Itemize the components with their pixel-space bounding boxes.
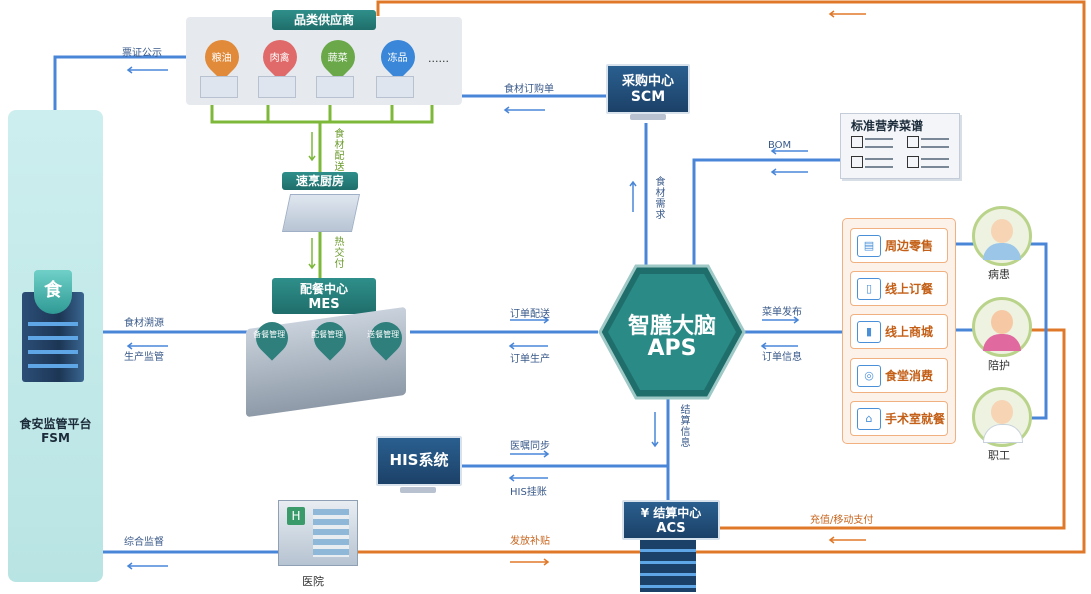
plate-icon: ◎ [857, 365, 881, 387]
server-stack-icon [640, 540, 696, 592]
fsm-title: 食安监管平台 [19, 417, 92, 431]
orange-loop-line [355, 0, 1086, 554]
label-trace: 食材溯源 [124, 318, 164, 329]
label-his-bill: HIS挂账 [510, 487, 547, 498]
mes-sub: MES [308, 297, 340, 312]
patient-label: 病患 [988, 268, 1010, 281]
acs-box: ¥ 结算中心 ACS [622, 500, 720, 540]
kitchen-building-icon [281, 194, 361, 232]
label-delivery: 食材配送 [332, 128, 343, 172]
menu-document: 标准营养菜谱 [840, 113, 960, 179]
kitchen-title: 速烹厨房 [282, 172, 358, 190]
aps-sub: APS [647, 336, 697, 361]
mes-box: 配餐中心 MES [272, 278, 376, 314]
label-order-production: 订单生产 [510, 354, 550, 365]
scm-title: 采购中心 [621, 74, 674, 89]
phone-icon: ▯ [857, 278, 881, 300]
mes-title: 配餐中心 [299, 282, 348, 296]
shield-icon: 食 [34, 270, 72, 314]
aps-hexagon [598, 264, 746, 400]
hospital-label: 医院 [302, 575, 324, 588]
warehouse-icon [316, 76, 354, 98]
shop-icon: ▤ [857, 235, 881, 257]
checklist-icon [851, 156, 863, 168]
label-bom: BOM [768, 140, 792, 151]
label-settle-info: 结算信息 [678, 404, 689, 448]
supply-comb [210, 104, 434, 174]
fsm-sub: FSM [41, 431, 70, 445]
channel-mall[interactable]: ▮线上商城 [850, 314, 948, 349]
label-overall-supervision: 综合监督 [124, 537, 164, 548]
warehouse-icon [376, 76, 414, 98]
supplier-title: 品类供应商 [272, 10, 376, 30]
label-order-info: 订单信息 [762, 352, 802, 363]
label-menu-publish: 菜单发布 [762, 307, 802, 318]
staff-label: 职工 [988, 449, 1010, 462]
label-demand: 食材需求 [653, 176, 664, 220]
monitor-stand-icon [400, 487, 436, 493]
checklist-icon [851, 136, 863, 148]
monitor-stand-icon [630, 114, 666, 120]
patient-avatar [972, 206, 1032, 266]
label-hot-delivery: 热交付 [332, 236, 343, 269]
bom-line [692, 158, 840, 268]
hospital-building-icon: H [278, 500, 358, 566]
channel-canteen[interactable]: ◎食堂消费 [850, 358, 948, 393]
checklist-icon [907, 136, 919, 148]
channel-online-order[interactable]: ▯线上订餐 [850, 271, 948, 306]
aps-title: 智膳大脑 [627, 314, 716, 339]
channel-retail[interactable]: ▤周边零售 [850, 228, 948, 263]
acs-title: 结算中心 [653, 506, 702, 520]
checklist-icon [907, 156, 919, 168]
phone-cart-icon: ▮ [857, 321, 881, 343]
scm-box: 采购中心 SCM [606, 64, 690, 114]
yen-icon: ¥ [640, 506, 650, 520]
label-subsidy: 发放补贴 [510, 536, 550, 547]
acs-sub: ACS [656, 521, 686, 536]
menu-title: 标准营养菜谱 [851, 119, 924, 133]
channel-surgery-meal[interactable]: ⌂手术室就餐 [850, 401, 948, 436]
caregiver-avatar [972, 297, 1032, 357]
staff-avatar [972, 387, 1032, 447]
ticket-line [53, 55, 188, 112]
meal-icon: ⌂ [857, 408, 881, 430]
warehouse-icon [200, 76, 238, 98]
label-advice-sync: 医嘱同步 [510, 441, 550, 452]
supplier-more: ...... [428, 52, 449, 65]
label-prod-supervision: 生产监管 [124, 352, 164, 363]
label-recharge: 充值/移动支付 [810, 515, 874, 526]
label-order-delivery: 订单配送 [510, 309, 550, 320]
his-box: HIS系统 [376, 436, 462, 486]
warehouse-icon [258, 76, 296, 98]
caregiver-label: 陪护 [988, 359, 1010, 372]
scm-sub: SCM [630, 89, 666, 105]
label-ticket: 票证公示 [122, 48, 162, 59]
label-purchase-order: 食材订购单 [504, 84, 554, 95]
